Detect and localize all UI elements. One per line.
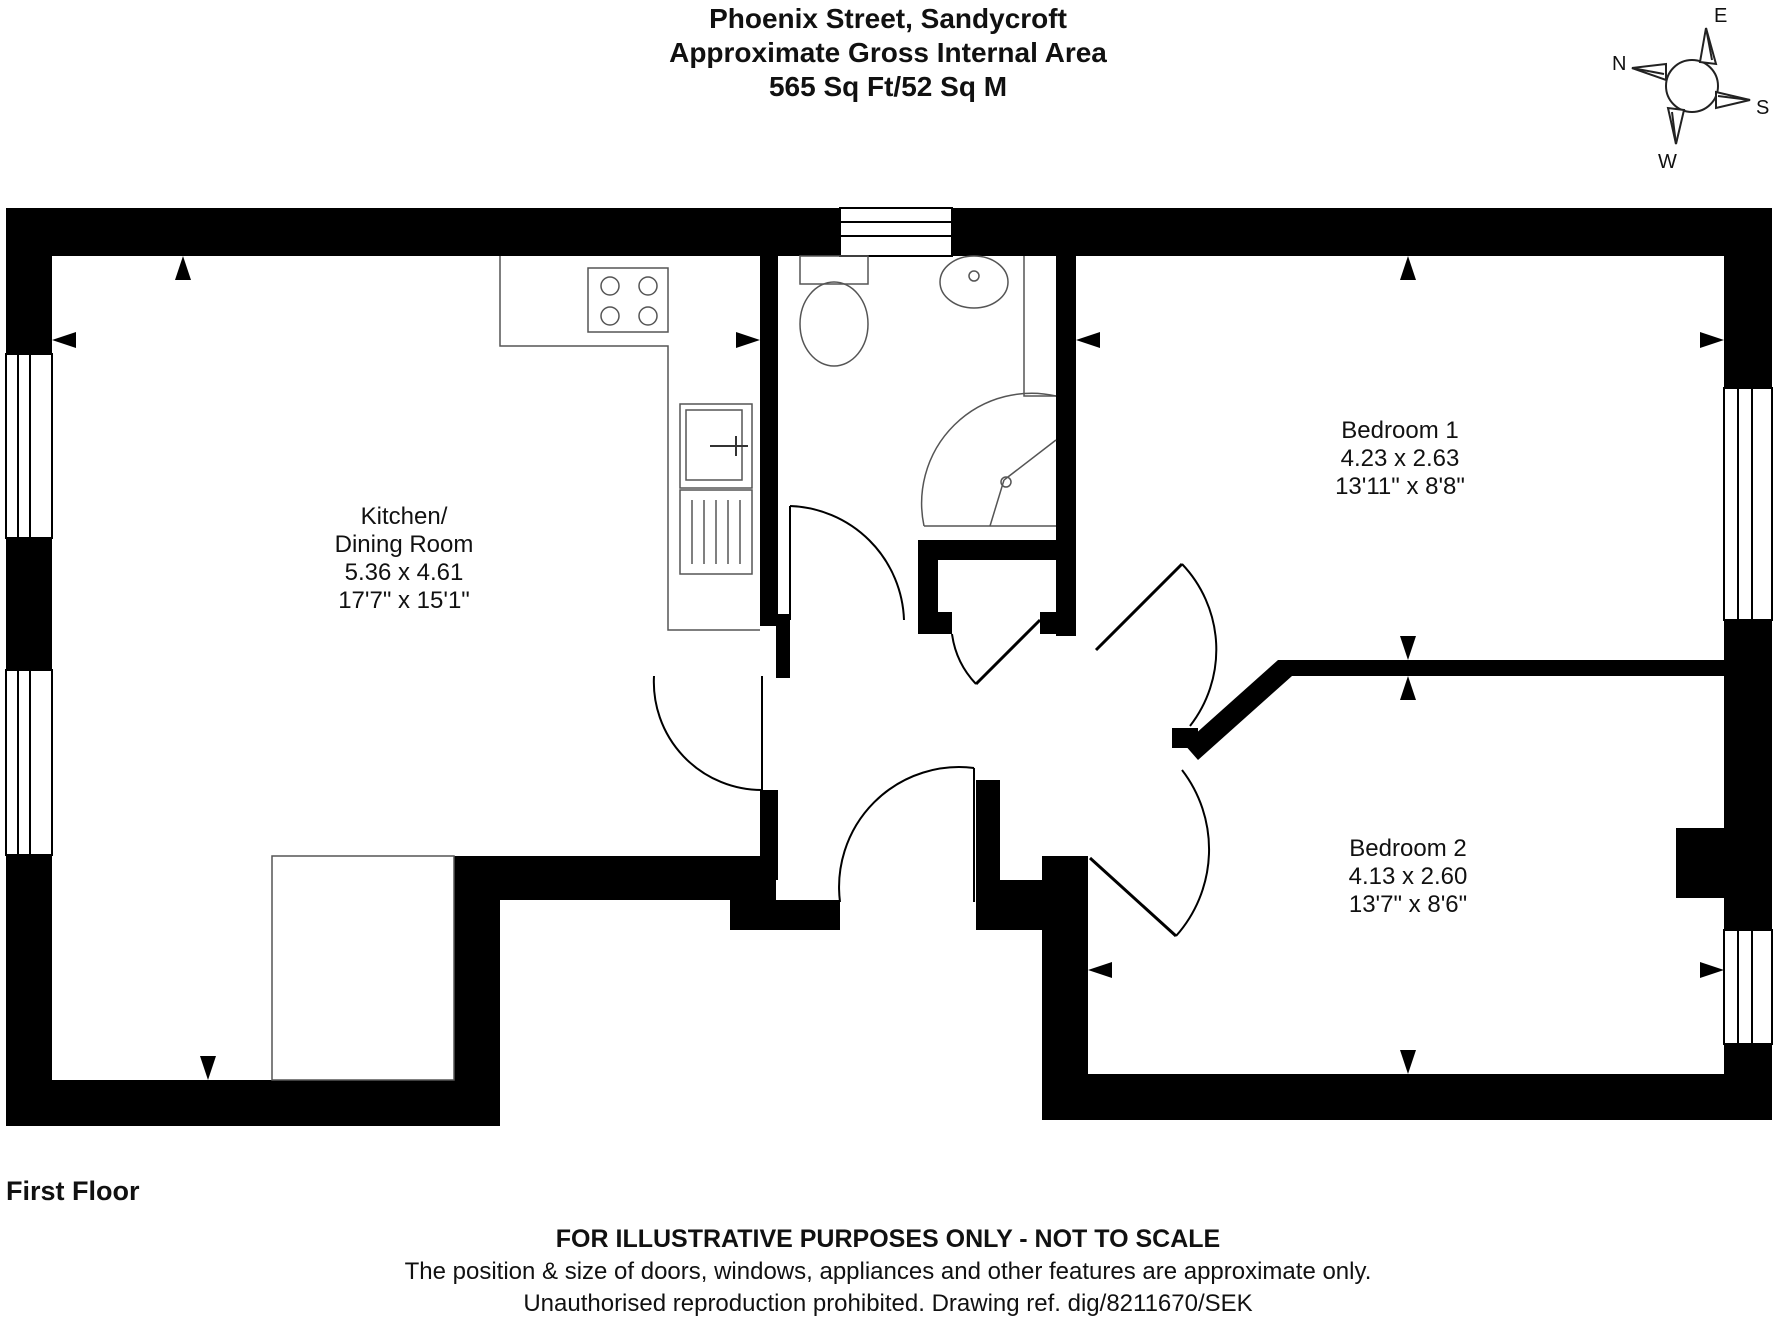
compass-n: N	[1612, 53, 1626, 75]
bedroom1-name: Bedroom 1	[1341, 417, 1458, 444]
kitchen-units	[271, 256, 760, 1081]
plan-footer: FOR ILLUSTRATIVE PURPOSES ONLY - NOT TO …	[0, 1222, 1776, 1320]
disclaimer-heading: FOR ILLUSTRATIVE PURPOSES ONLY - NOT TO …	[555, 1225, 1221, 1253]
sink-icon	[710, 436, 748, 456]
property-title: Phoenix Street, Sandycroft	[709, 3, 1067, 34]
area-value: 565 Sq Ft/52 Sq M	[768, 71, 1008, 102]
bedroom1-metric: 4.23 x 2.63	[1341, 445, 1460, 472]
bedroom2-imperial: 13'7" x 8'6"	[1349, 891, 1467, 918]
bathroom-fittings	[799, 255, 1057, 527]
dimension-arrows	[52, 256, 1724, 1080]
walls	[6, 208, 1772, 1126]
bedroom2-label: Bedroom 2 4.13 x 2.60 13'7" x 8'6"	[1349, 835, 1468, 918]
area-subtitle: Approximate Gross Internal Area	[669, 37, 1107, 68]
kitchen-imperial: 17'7" x 15'1"	[338, 587, 470, 614]
bedroom2-metric: 4.13 x 2.60	[1349, 863, 1468, 890]
compass-icon	[1631, 27, 1751, 145]
compass-s: S	[1756, 97, 1769, 119]
disclaimer-line-3: Unauthorised reproduction prohibited. Dr…	[523, 1290, 1253, 1317]
kitchen-label: Kitchen/ Dining Room 5.36 x 4.61 17'7" x…	[335, 503, 474, 614]
bedroom2-name: Bedroom 2	[1349, 835, 1466, 862]
compass-w: W	[1658, 151, 1677, 173]
windows	[5, 207, 1773, 1045]
compass-e: E	[1714, 5, 1727, 27]
bedroom1-label: Bedroom 1 4.23 x 2.63 13'11" x 8'8"	[1335, 417, 1465, 500]
bedroom1-imperial: 13'11" x 8'8"	[1335, 473, 1465, 500]
kitchen-name-1: Kitchen/	[361, 503, 448, 530]
kitchen-name-2: Dining Room	[335, 531, 474, 558]
doors	[652, 505, 1218, 938]
floor-label: First Floor	[6, 1176, 140, 1206]
disclaimer-line-2: The position & size of doors, windows, a…	[404, 1258, 1372, 1285]
kitchen-metric: 5.36 x 4.61	[345, 559, 464, 586]
